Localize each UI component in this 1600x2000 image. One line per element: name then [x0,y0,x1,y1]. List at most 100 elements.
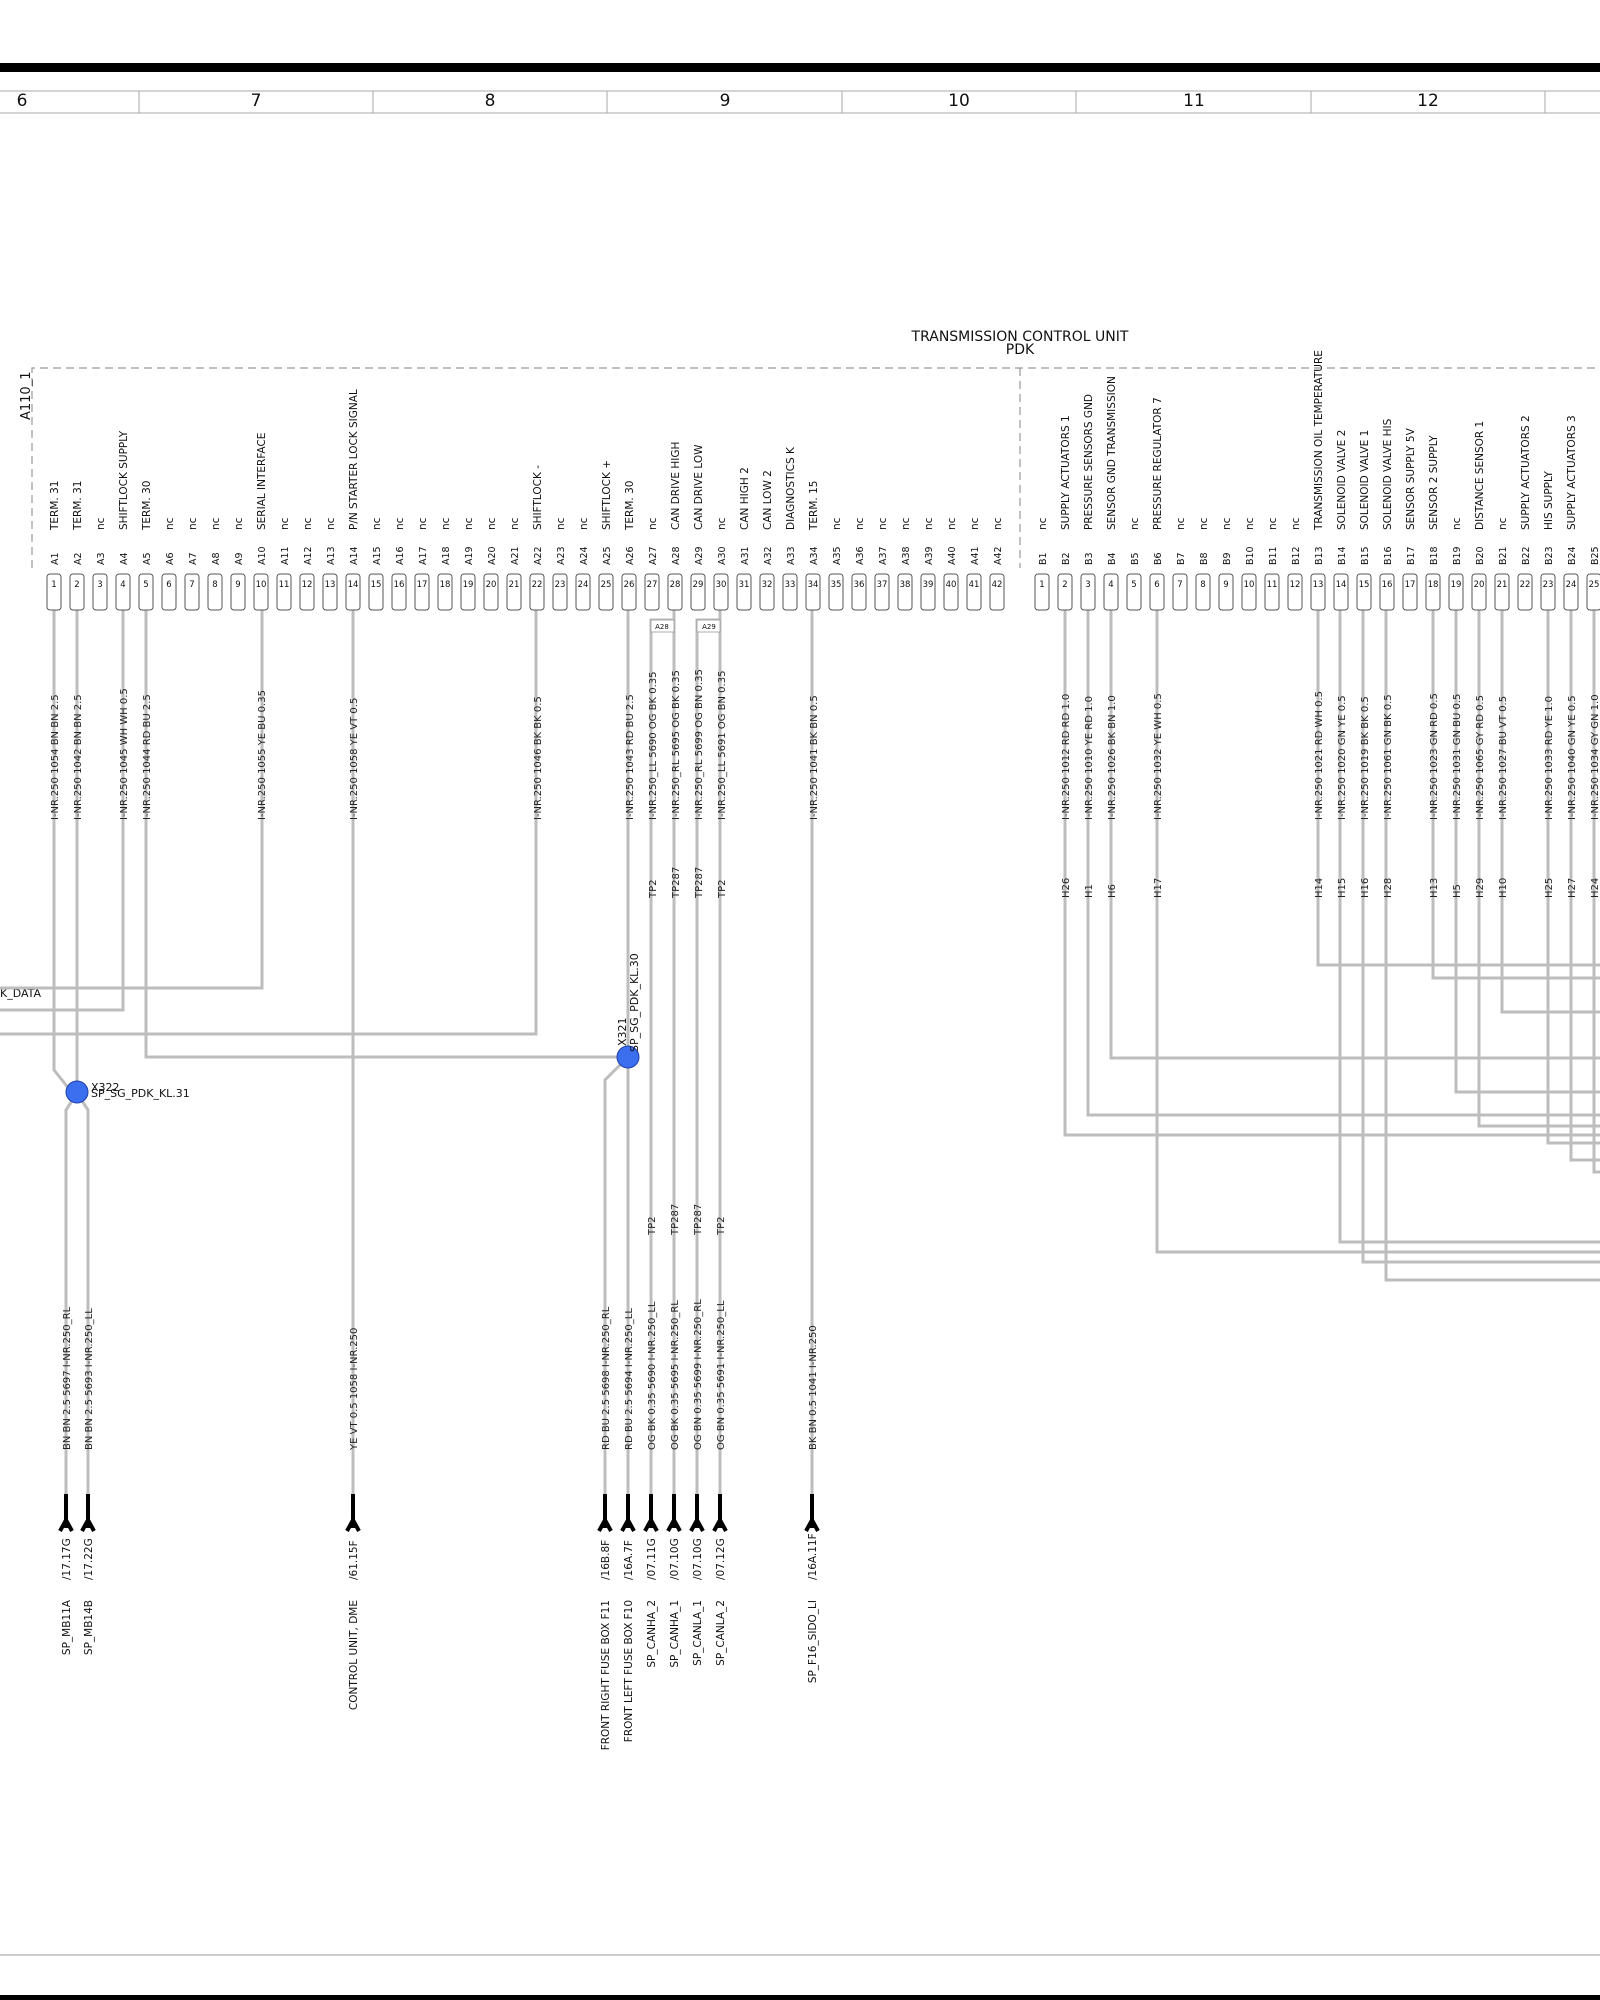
pin-terminal[interactable] [115,573,131,611]
pin-terminal[interactable] [437,573,453,611]
pin-terminal[interactable] [345,573,361,611]
pin-terminal[interactable] [1149,573,1165,611]
pin-terminal[interactable] [391,573,407,611]
pin-terminal[interactable] [1333,573,1349,611]
pin-function-label: nc [716,517,728,530]
pin-function-label: nc [969,517,981,530]
page-reference[interactable]: /07.10G [669,1538,681,1580]
pin-terminal[interactable] [598,573,614,611]
pin-terminal[interactable] [529,573,545,611]
pin-terminal[interactable] [1241,573,1257,611]
pin-number: 19 [1451,580,1462,590]
pin-terminal[interactable] [989,573,1005,611]
pin-terminal[interactable] [184,573,200,611]
pin-terminal[interactable] [1402,573,1418,611]
signal-label-k-data: K_DATA [0,987,42,1000]
pin-terminal[interactable] [207,573,223,611]
pin-terminal[interactable] [920,573,936,611]
pin-terminal[interactable] [552,573,568,611]
pin-number: 15 [1359,580,1370,590]
pin-terminal[interactable] [690,573,706,611]
pin-terminal[interactable] [1172,573,1188,611]
pin-terminal[interactable] [1448,573,1464,611]
pin-terminal[interactable] [1425,573,1441,611]
pin-terminal[interactable] [276,573,292,611]
page-reference[interactable]: /07.12G [715,1538,727,1580]
pin-terminal[interactable] [644,573,660,611]
pin-terminal[interactable] [1471,573,1487,611]
pin-terminal[interactable] [322,573,338,611]
pin-terminal[interactable] [1517,573,1533,611]
pin-terminal[interactable] [1540,573,1556,611]
pin-terminal[interactable] [1218,573,1234,611]
page-reference[interactable]: /07.11G [646,1538,658,1580]
pin-terminal[interactable] [46,573,62,611]
pin-terminal[interactable] [943,573,959,611]
pin-terminal[interactable] [575,573,591,611]
pin-terminal[interactable] [1310,573,1326,611]
pin-terminal[interactable] [483,573,499,611]
pin-terminal[interactable] [253,573,269,611]
pin-terminal[interactable] [1080,573,1096,611]
pin-terminal[interactable] [230,573,246,611]
splice-point[interactable] [616,1045,640,1069]
pin-terminal[interactable] [897,573,913,611]
wire-destination[interactable]: OG BK 0.35 5695 I-NR.250_RL/07.10GSP_CAN… [666,1300,682,1668]
pin-terminal[interactable] [506,573,522,611]
pin-terminal[interactable] [1287,573,1303,611]
page-reference[interactable]: /17.22G [83,1538,95,1580]
pin-terminal[interactable] [759,573,775,611]
page-reference[interactable]: /16A.11F [807,1533,819,1580]
pin-terminal[interactable] [138,573,154,611]
pin-terminal[interactable] [805,573,821,611]
pin-terminal[interactable] [414,573,430,611]
pin-id: B25 [1590,546,1600,565]
pin-terminal[interactable] [874,573,890,611]
pin-terminal[interactable] [1563,573,1579,611]
pin-terminal[interactable] [368,573,384,611]
pin-terminal[interactable] [69,573,85,611]
pin-terminal[interactable] [713,573,729,611]
pin-terminal[interactable] [736,573,752,611]
wire-destination[interactable]: BN BN 2.5 5697 I-NR.250_RL/17.17GSP_MB11… [58,1306,74,1655]
pin-number: 5 [1131,580,1136,590]
pin-terminal[interactable] [966,573,982,611]
pin-terminal[interactable] [92,573,108,611]
pin-terminal[interactable] [1494,573,1510,611]
page-reference[interactable]: /61.15F [348,1540,360,1580]
pin-terminal[interactable] [1034,573,1050,611]
pin-terminal[interactable] [1264,573,1280,611]
pin-terminal[interactable] [1057,573,1073,611]
page-reference[interactable]: /16B.8F [600,1540,612,1580]
splice-point[interactable] [65,1080,89,1104]
wire-destination[interactable]: OG BN 0.35 5699 I-NR.250_RL/07.10GSP_CAN… [689,1299,705,1666]
pin-terminal[interactable] [460,573,476,611]
pin-terminal[interactable] [782,573,798,611]
wire-destination[interactable]: BN BN 2.5 5693 I-NR.250_LL/17.22GSP_MB14… [80,1308,96,1655]
pin-terminal[interactable] [828,573,844,611]
pin-terminal[interactable] [1356,573,1372,611]
pin-terminal[interactable] [621,573,637,611]
pin-terminal[interactable] [851,573,867,611]
pin-terminal[interactable] [1195,573,1211,611]
pin-terminal[interactable] [667,573,683,611]
wire-destination[interactable]: BK BN 0.5 1041 I-NR.250/16A.11FSP_F16_SI… [804,1325,820,1683]
pin-terminal[interactable] [299,573,315,611]
wire-destination[interactable]: OG BK 0.35 5690 I-NR.250_LL/07.11GSP_CAN… [643,1301,659,1668]
pin-terminal[interactable] [1126,573,1142,611]
pin-terminal[interactable] [161,573,177,611]
pin-terminal[interactable] [1586,573,1600,611]
pin-function-label: TERM. 30 [624,481,636,531]
page-reference[interactable]: /16A.7F [623,1540,635,1580]
page-reference[interactable]: /17.17G [61,1538,73,1580]
wire-destination[interactable]: OG BN 0.35 5691 I-NR.250_LL/07.12GSP_CAN… [712,1300,728,1666]
page-reference[interactable]: /07.10G [692,1538,704,1580]
pin-terminal[interactable] [1379,573,1395,611]
pin-terminal[interactable] [1103,573,1119,611]
